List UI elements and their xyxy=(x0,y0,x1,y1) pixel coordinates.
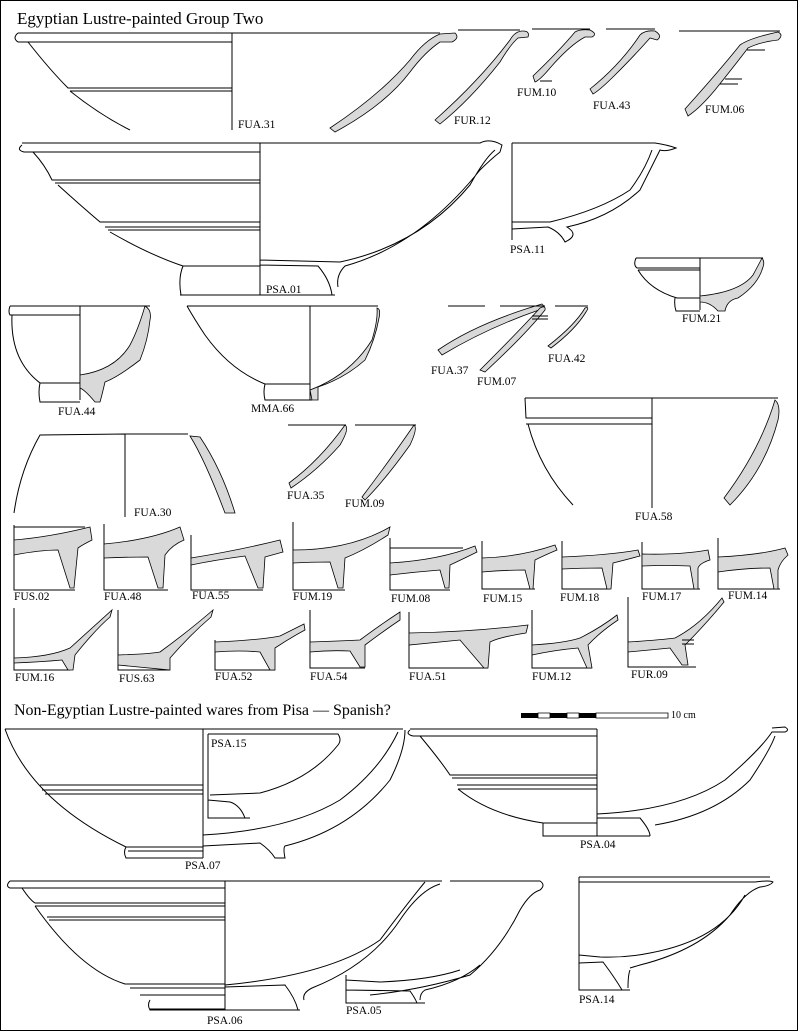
profile-fum-12 xyxy=(532,610,618,668)
label-fur-12: FUR.12 xyxy=(454,115,491,127)
profile-psa-04 xyxy=(408,727,787,836)
label-fum-12: FUM.12 xyxy=(532,671,572,683)
label-fum-14: FUM.14 xyxy=(728,590,768,602)
profile-fum-21 xyxy=(635,258,764,311)
label-psa-11: PSA.11 xyxy=(510,244,546,256)
profile-fum-10 xyxy=(532,29,595,82)
section-title-spanish: Non-Egyptian Lustre-painted wares from P… xyxy=(14,702,391,719)
label-fus-63: FUS.63 xyxy=(119,673,155,685)
label-fua-55: FUA.55 xyxy=(192,590,230,602)
label-fua-42: FUA.42 xyxy=(548,353,586,365)
label-fua-43: FUA.43 xyxy=(593,100,631,112)
profile-fur-12 xyxy=(435,30,528,124)
label-fua-44: FUA.44 xyxy=(58,406,96,418)
label-psa-04: PSA.04 xyxy=(580,839,616,851)
profile-fum-15 xyxy=(482,541,557,589)
profile-fus-02 xyxy=(14,525,92,590)
profile-psa-14 xyxy=(579,877,773,990)
label-psa-05: PSA.05 xyxy=(346,1005,382,1017)
profile-fua-51 xyxy=(409,612,528,668)
label-fum-09: FUM.09 xyxy=(345,498,385,510)
label-fur-09: FUR.09 xyxy=(631,669,668,681)
label-fum-19: FUM.19 xyxy=(293,591,333,603)
profile-mma-66 xyxy=(187,306,380,400)
label-fum-10: FUM.10 xyxy=(517,87,557,99)
profile-fua-58 xyxy=(525,398,779,508)
profile-fum-09 xyxy=(355,425,416,500)
profile-fua-44 xyxy=(9,306,150,402)
profile-psa-01 xyxy=(19,141,502,295)
label-fum-07: FUM.07 xyxy=(477,376,517,388)
profile-fua-31 xyxy=(15,33,457,132)
profile-fua-35 xyxy=(288,425,347,488)
profile-fur-09 xyxy=(628,597,724,667)
profile-fum-17 xyxy=(642,542,710,589)
profile-psa-06 xyxy=(8,881,443,1010)
profile-fua-30 xyxy=(14,434,235,517)
label-fum-06: FUM.06 xyxy=(705,104,745,116)
label-fua-52: FUA.52 xyxy=(215,671,253,683)
profile-psa-07 xyxy=(5,729,405,858)
profile-psa-15 xyxy=(208,734,340,818)
label-psa-07: PSA.07 xyxy=(185,860,221,872)
label-psa-15: PSA.15 xyxy=(211,738,247,750)
label-fum-16: FUM.16 xyxy=(15,672,55,684)
label-fum-08: FUM.08 xyxy=(391,593,431,605)
profile-fum-14 xyxy=(718,538,788,589)
label-fua-37: FUA.37 xyxy=(431,365,469,377)
label-psa-06: PSA.06 xyxy=(207,1015,243,1027)
label-fum-21: FUM.21 xyxy=(682,313,722,325)
scale-bar xyxy=(521,713,668,718)
label-fua-54: FUA.54 xyxy=(310,671,348,683)
profile-fua-54 xyxy=(310,610,400,668)
label-psa-14: PSA.14 xyxy=(579,994,615,1006)
section-title-egyptian: Egyptian Lustre-painted Group Two xyxy=(17,9,264,28)
profile-fum-16 xyxy=(14,608,112,670)
profile-psa-05 xyxy=(346,881,543,1003)
label-mma-66: MMA.66 xyxy=(251,403,295,415)
profile-fus-63 xyxy=(118,610,213,670)
profile-fum-08 xyxy=(390,538,477,590)
profile-fum-07 xyxy=(480,306,548,372)
label-fum-15: FUM.15 xyxy=(483,593,523,605)
label-fus-02: FUS.02 xyxy=(14,591,50,603)
profile-fua-42 xyxy=(548,306,588,348)
profile-psa-11 xyxy=(512,143,676,242)
profile-fua-43 xyxy=(590,29,660,94)
scale-bar-label: 10 cm xyxy=(671,710,696,721)
profile-fua-52 xyxy=(215,624,305,670)
label-fum-17: FUM.17 xyxy=(642,591,682,603)
label-fua-51: FUA.51 xyxy=(409,671,447,683)
profile-fum-06 xyxy=(679,31,781,116)
profile-fum-19 xyxy=(293,522,390,590)
label-fua-58: FUA.58 xyxy=(635,511,673,523)
label-fum-18: FUM.18 xyxy=(560,592,600,604)
label-fua-31: FUA.31 xyxy=(238,119,276,131)
base-sections-row-1 xyxy=(14,522,788,590)
label-psa-01: PSA.01 xyxy=(266,284,302,296)
profile-fua-48 xyxy=(104,524,184,590)
profile-fua-55 xyxy=(191,535,283,590)
profile-fum-18 xyxy=(562,541,640,589)
label-fua-30: FUA.30 xyxy=(134,507,172,519)
label-fua-48: FUA.48 xyxy=(104,591,142,603)
label-fua-35: FUA.35 xyxy=(287,490,325,502)
base-sections-row-2 xyxy=(14,597,724,670)
